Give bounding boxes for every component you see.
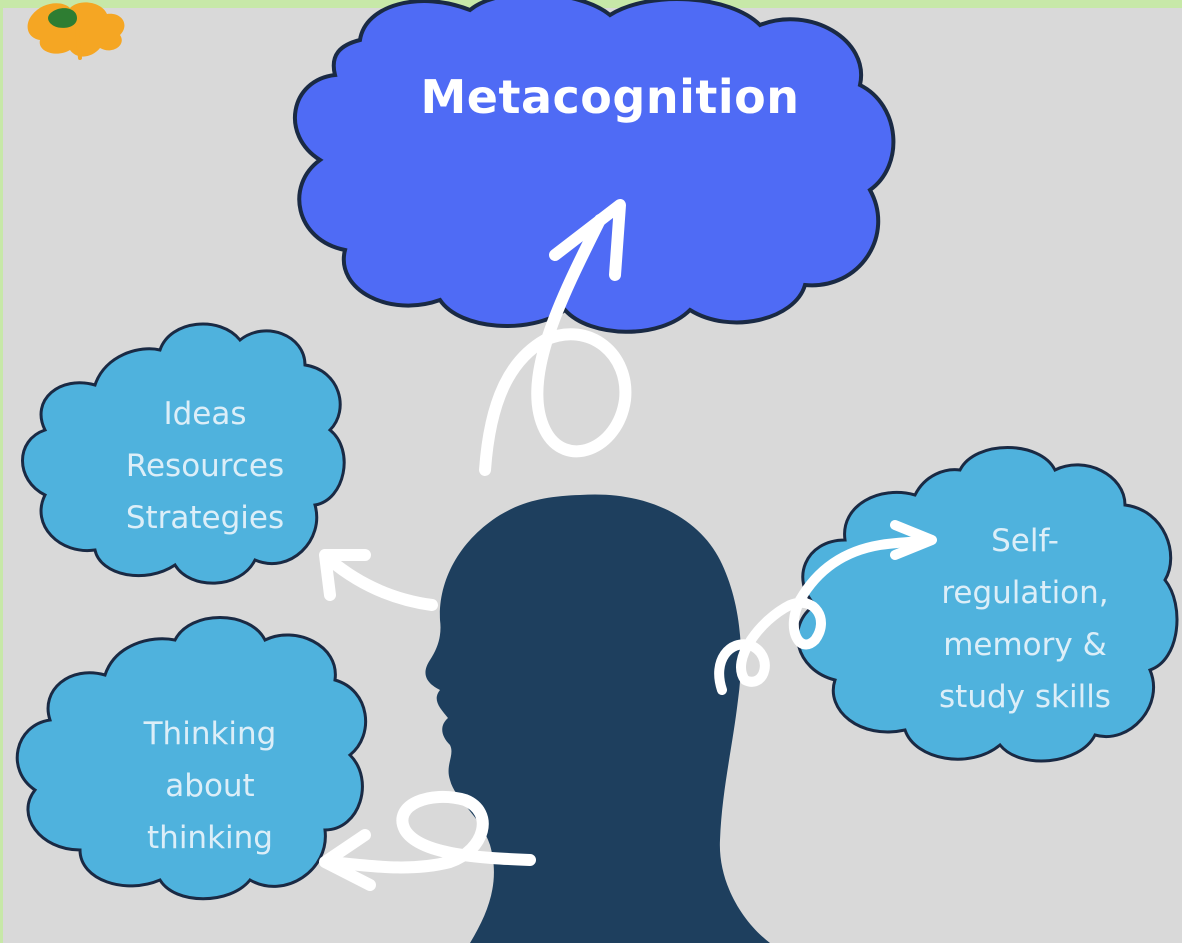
self-line-1: Self-	[991, 523, 1059, 559]
ideas-line: Ideas	[163, 396, 247, 432]
logo-leaf-icon	[27, 2, 125, 60]
resources-line: Resources	[125, 448, 285, 484]
metacognition-title: Metacognition	[420, 70, 800, 124]
thinking-label: Thinking about thinking	[45, 708, 375, 864]
thinking-line-2: about	[165, 768, 255, 804]
thinking-cloud	[15, 616, 367, 901]
head-silhouette-icon	[425, 494, 770, 943]
arrow-to-thinking	[319, 790, 536, 891]
thinking-line-3: thinking	[147, 820, 273, 856]
arrow-to-metacognition	[479, 199, 632, 476]
self-line-3: memory &	[943, 627, 1107, 663]
self-line-2: regulation,	[941, 575, 1109, 611]
ideas-label: Ideas Resources Strategies	[40, 388, 370, 544]
self-regulation-label: Self- regulation, memory & study skills	[900, 515, 1150, 723]
arrow-to-self-regulation	[714, 520, 937, 695]
ideas-cloud	[21, 322, 346, 585]
strategies-line: Strategies	[125, 500, 285, 536]
arrow-to-ideas	[319, 549, 438, 611]
left-border	[0, 0, 3, 943]
self-line-4: study skills	[939, 679, 1111, 715]
thinking-line-1: Thinking	[143, 716, 277, 752]
main-cloud	[293, 0, 896, 334]
